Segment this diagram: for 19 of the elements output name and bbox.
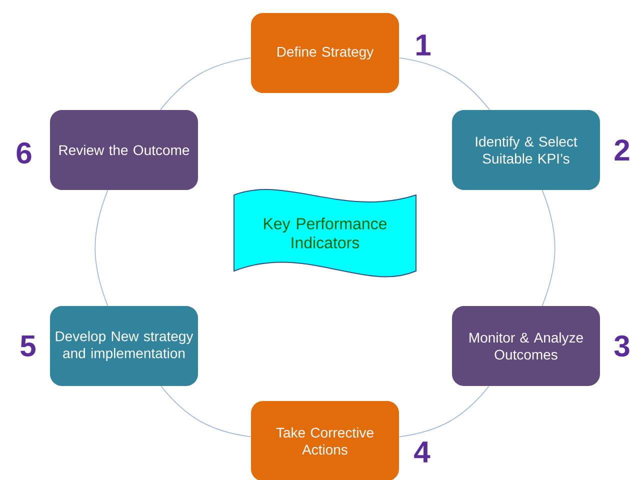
- connector-arc: [398, 386, 490, 438]
- connector-arc: [160, 57, 252, 110]
- step-box: Take Corrective Actions: [251, 401, 399, 480]
- connector-arc: [542, 190, 556, 306]
- step-number: 6: [16, 142, 32, 164]
- connector-arc: [160, 386, 252, 438]
- step-number: 2: [614, 140, 630, 160]
- step-box: Identify & Select Suitable KPI’s: [452, 110, 600, 190]
- step-box: Define Strategy: [251, 13, 399, 93]
- banner: Key Performance Indicators: [234, 189, 416, 278]
- step-box: Monitor & Analyze Outcomes: [452, 306, 600, 386]
- step-box: Review the Outcome: [50, 110, 198, 190]
- connector-arc: [398, 57, 490, 110]
- connector-arc: [94, 190, 108, 306]
- step-number: 4: [414, 442, 430, 462]
- step-number: 5: [20, 336, 36, 356]
- step-number: 1: [416, 34, 431, 56]
- step-number: 3: [614, 335, 630, 357]
- step-box: Develop New strategy and implementation: [50, 306, 198, 386]
